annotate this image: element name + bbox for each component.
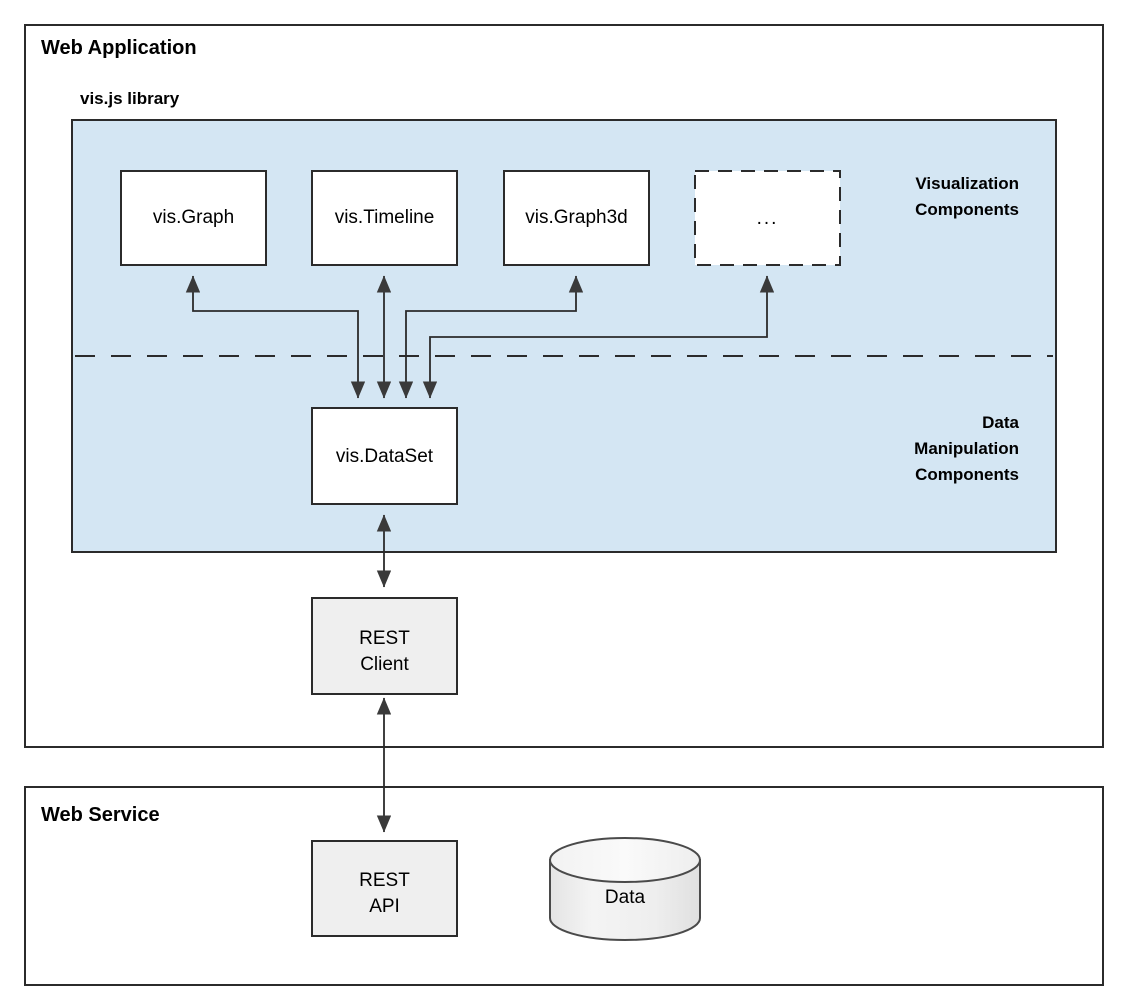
vis-graph3d-label: vis.Graph3d [525, 207, 627, 228]
vis-js-library-panel: vis.js library Visualization Components … [71, 89, 1057, 553]
node-vis-graph[interactable]: vis.Graph [120, 170, 267, 266]
data-manipulation-label-line3: Components [915, 465, 1019, 484]
vis-js-library-title: vis.js library [80, 89, 180, 108]
node-data-store[interactable]: Data [549, 837, 701, 941]
vis-timeline-box[interactable] [311, 170, 458, 266]
visualization-components-label: Visualization Components [915, 174, 1019, 219]
node-more-components[interactable]: ... [694, 170, 841, 266]
rest-client-label-line1: REST [359, 628, 410, 649]
data-manipulation-label-line2: Manipulation [914, 439, 1019, 458]
more-components-box[interactable] [694, 170, 841, 266]
data-cylinder-top [549, 837, 701, 883]
data-manipulation-components-label: Data Manipulation Components [914, 413, 1019, 484]
vis-dataset-box[interactable] [311, 407, 458, 505]
rest-api-label-line1: REST [359, 870, 410, 891]
data-store-label: Data [605, 887, 646, 908]
connector-more-components-to-dataset [422, 275, 775, 399]
node-vis-graph3d[interactable]: vis.Graph3d [503, 170, 650, 266]
rest-api-label-line2: API [369, 896, 400, 917]
vis-dataset-label: vis.DataSet [336, 446, 434, 467]
rest-api-box[interactable] [311, 840, 458, 937]
visualization-label-line2: Components [915, 200, 1019, 219]
data-manipulation-label-line1: Data [982, 413, 1019, 432]
node-rest-client[interactable]: REST Client [311, 597, 458, 695]
vis-graph-label: vis.Graph [153, 207, 234, 228]
connector-vis-graph-to-dataset [185, 275, 366, 399]
rest-client-label-line2: Client [360, 654, 409, 675]
node-vis-timeline[interactable]: vis.Timeline [311, 170, 458, 266]
rest-client-box[interactable] [311, 597, 458, 695]
more-components-label: ... [757, 208, 779, 229]
vis-graph-box[interactable] [120, 170, 267, 266]
node-vis-dataset[interactable]: vis.DataSet [311, 407, 458, 505]
visualization-label-line1: Visualization [915, 174, 1019, 193]
web-application-title: Web Application [41, 37, 197, 59]
web-service-title: Web Service [41, 804, 160, 826]
node-rest-api[interactable]: REST API [311, 840, 458, 937]
vis-timeline-label: vis.Timeline [335, 207, 435, 228]
vis-graph3d-box[interactable] [503, 170, 650, 266]
